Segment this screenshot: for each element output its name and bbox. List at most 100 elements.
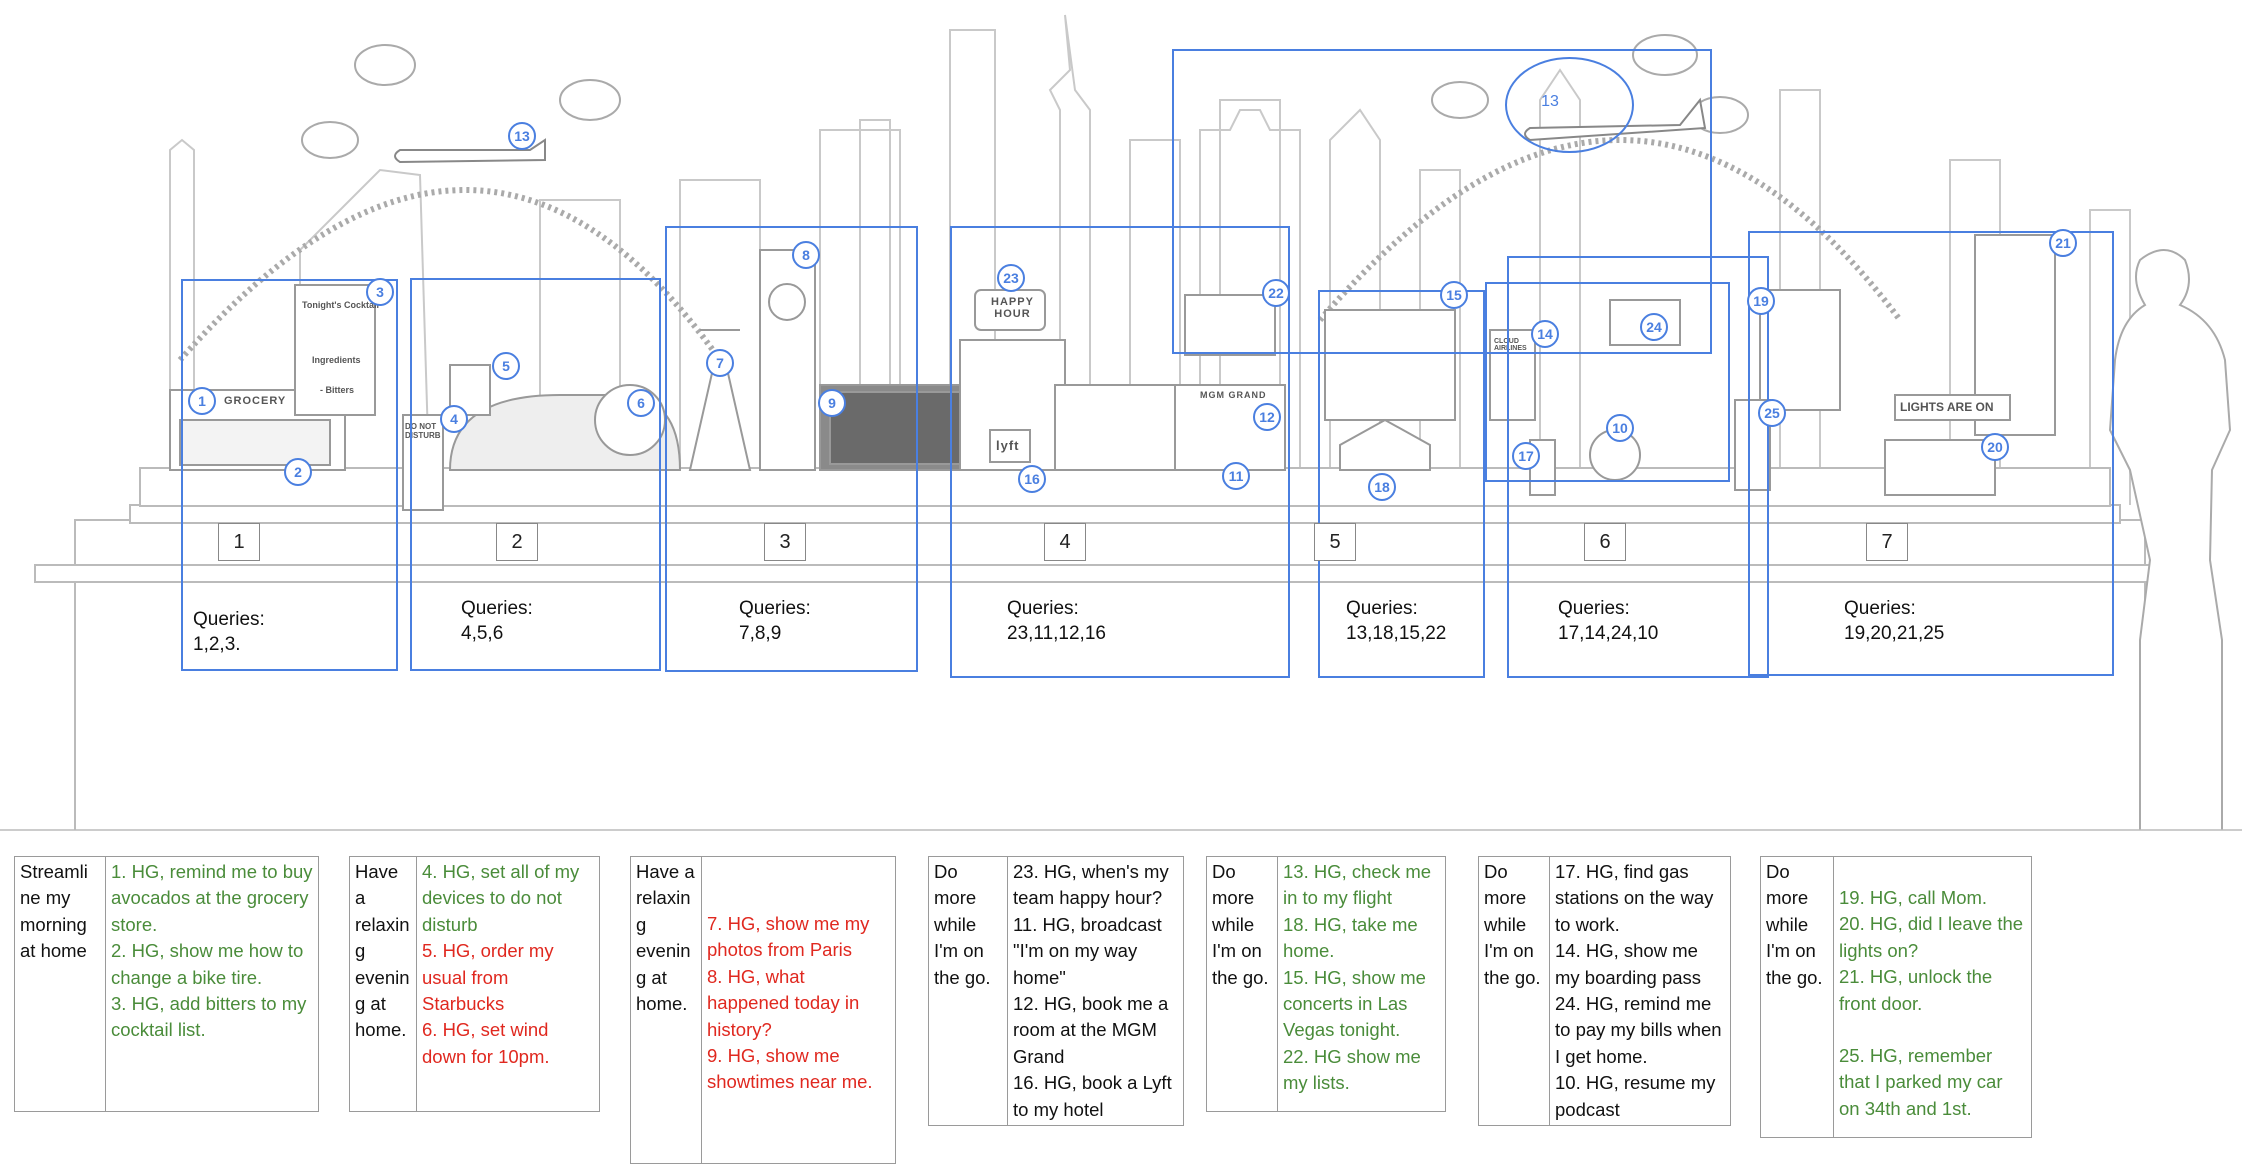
zone-queries: Queries: 4,5,6 <box>461 598 533 644</box>
zone-queries: Queries: 1,2,3. <box>193 609 265 655</box>
query-line <box>1839 1017 2026 1043</box>
lyft-text: lyft <box>996 438 1020 453</box>
zone-box-3 <box>665 226 918 672</box>
theme-cell: Do more while I'm on the go. <box>1206 856 1278 1112</box>
marker: 11 <box>1222 462 1250 490</box>
marker: 16 <box>1018 465 1046 493</box>
queries-cell: 7. HG, show me my photos from Paris 8. H… <box>701 856 896 1164</box>
marker: 6 <box>627 389 655 417</box>
query-line: 4. HG, set all of my devices to do not d… <box>422 861 580 935</box>
zone-box-6-inner <box>1485 282 1730 482</box>
query-table-6: Do more while I'm on the go. 17. HG, fin… <box>1478 855 1731 1127</box>
cloud <box>559 79 621 121</box>
query-table-7: Do more while I'm on the go. 19. HG, cal… <box>1760 856 2032 1138</box>
theme-cell: Do more while I'm on the go. <box>1478 855 1550 1127</box>
zone-box-6 <box>1507 256 1769 678</box>
zone-number: 5 <box>1314 523 1356 561</box>
city-scene-illustration <box>0 14 2242 831</box>
zone-number: 1 <box>218 523 260 561</box>
zone-queries: Queries: 23,11,12,16 <box>1007 598 1106 644</box>
query-line: 17. HG, find gas stations on the way to … <box>1555 861 1714 935</box>
query-line: 18. HG, take me home. <box>1283 913 1418 962</box>
query-line: 12. HG, book me a room at the MGM Grand <box>1013 993 1169 1067</box>
marker: 20 <box>1981 433 2009 461</box>
grocery-sign: GROCERY <box>224 395 287 407</box>
counter-base <box>74 519 2146 566</box>
query-line: 16. HG, book a Lyft to my hotel <box>1013 1072 1172 1120</box>
marker: 7 <box>706 349 734 377</box>
marker: 25 <box>1758 399 1786 427</box>
concert-stage <box>1324 309 1456 421</box>
query-line: 6. HG, set wind down for 10pm. <box>422 1019 550 1067</box>
lyft-box <box>989 429 1031 463</box>
office-block <box>1054 384 1176 471</box>
query-table-5: Do more while I'm on the go. 13. HG, che… <box>1206 856 1446 1112</box>
query-line: 25. HG, remember that I parked my car on… <box>1839 1045 2003 1119</box>
cloud <box>354 44 416 86</box>
zone-number: 7 <box>1866 523 1908 561</box>
zone-box-7 <box>1748 231 2114 676</box>
query-line: 15. HG, show me concerts in Las Vegas to… <box>1283 966 1426 1041</box>
query-line: 20. HG, did I leave the lights on? <box>1839 913 2024 961</box>
query-table-2: Have a relaxin g evenin g at home. 4. HG… <box>349 856 600 1112</box>
query-line: 10. HG, resume my podcast <box>1555 1072 1716 1120</box>
zone-box-4 <box>950 226 1290 678</box>
lights-on-text: LIGHTS ARE ON <box>1900 400 1994 414</box>
marker: 13 <box>1541 93 1559 110</box>
theme-cell: Do more while I'm on the go. <box>1760 856 1834 1138</box>
marker: 15 <box>1440 281 1468 309</box>
queries-cell: 19. HG, call Mom. 20. HG, did I leave th… <box>1833 856 2032 1138</box>
cocktail-bitters: - Bitters <box>320 385 355 395</box>
marker: 18 <box>1368 473 1396 501</box>
queries-cell: 1. HG, remind me to buy avocados at the … <box>105 856 319 1112</box>
query-line: 5. HG, order my usual from Starbucks <box>422 940 554 1015</box>
house <box>1339 418 1431 471</box>
zone-box-1 <box>181 279 398 671</box>
queries-cell: 13. HG, check me in to my flight 18. HG,… <box>1277 856 1446 1112</box>
person-silhouette <box>2108 249 2232 830</box>
marker: 13 <box>508 122 536 150</box>
street-strip <box>139 467 2111 507</box>
marker: 21 <box>2049 229 2077 257</box>
query-line: 9. HG, show me showtimes near me. <box>707 1045 873 1093</box>
background-buildings-2 <box>859 108 1461 505</box>
queries-cell: 4. HG, set all of my devices to do not d… <box>416 856 600 1112</box>
marker: 22 <box>1262 279 1290 307</box>
notepad <box>1184 294 1276 356</box>
theme-cell: Have a relaxin g evenin g at home. <box>349 856 417 1112</box>
do-not-disturb-text: DO NOT DISTURB <box>405 422 441 440</box>
marker: 17 <box>1512 442 1540 470</box>
marker: 10 <box>1606 414 1634 442</box>
query-line: 3. HG, add bitters to my cocktail list. <box>111 993 307 1041</box>
query-line: 13. HG, check me in to my flight <box>1283 861 1432 909</box>
zone-box-5 <box>1318 290 1485 678</box>
query-line: 8. HG, what happened today in history? <box>707 965 860 1040</box>
query-line: 7. HG, show me my photos from Paris <box>707 913 870 961</box>
marker: 9 <box>818 389 846 417</box>
cocktail-ingredients: Ingredients <box>312 355 361 365</box>
phone-keypad <box>1759 289 1841 411</box>
query-line: 2. HG, show me how to change a bike tire… <box>111 940 304 988</box>
smart-home-box <box>1884 439 1996 496</box>
theme-cell: Do more while I'm on the go. <box>928 855 1008 1127</box>
marker: 1 <box>188 387 216 415</box>
cloud-airlines-text: CLOUD AIRLINES <box>1494 338 1527 352</box>
zone-number: 2 <box>496 523 538 561</box>
marker: 2 <box>284 458 312 486</box>
mgm-text: MGM GRAND <box>1200 390 1267 400</box>
cloud <box>1632 34 1698 76</box>
cloud <box>1431 81 1489 119</box>
marker: 12 <box>1253 403 1281 431</box>
query-line: 11. HG, broadcast "I'm on my way home" <box>1013 913 1162 988</box>
query-line: 14. HG, show me my boarding pass <box>1555 940 1702 988</box>
lights-on-sign <box>1894 394 2011 421</box>
boarding-pass-card <box>1489 329 1536 421</box>
zone-number: 6 <box>1584 523 1626 561</box>
query-table-1: Streamli ne my morning at home 1. HG, re… <box>14 856 319 1112</box>
do-not-disturb-card <box>402 414 444 511</box>
zone-number: 4 <box>1044 523 1086 561</box>
airplane-left <box>394 138 546 164</box>
query-line: 24. HG, remind me to pay my bills when I… <box>1555 993 1722 1067</box>
marker: 3 <box>366 278 394 306</box>
query-line: 22. HG show me my lists. <box>1283 1045 1421 1094</box>
